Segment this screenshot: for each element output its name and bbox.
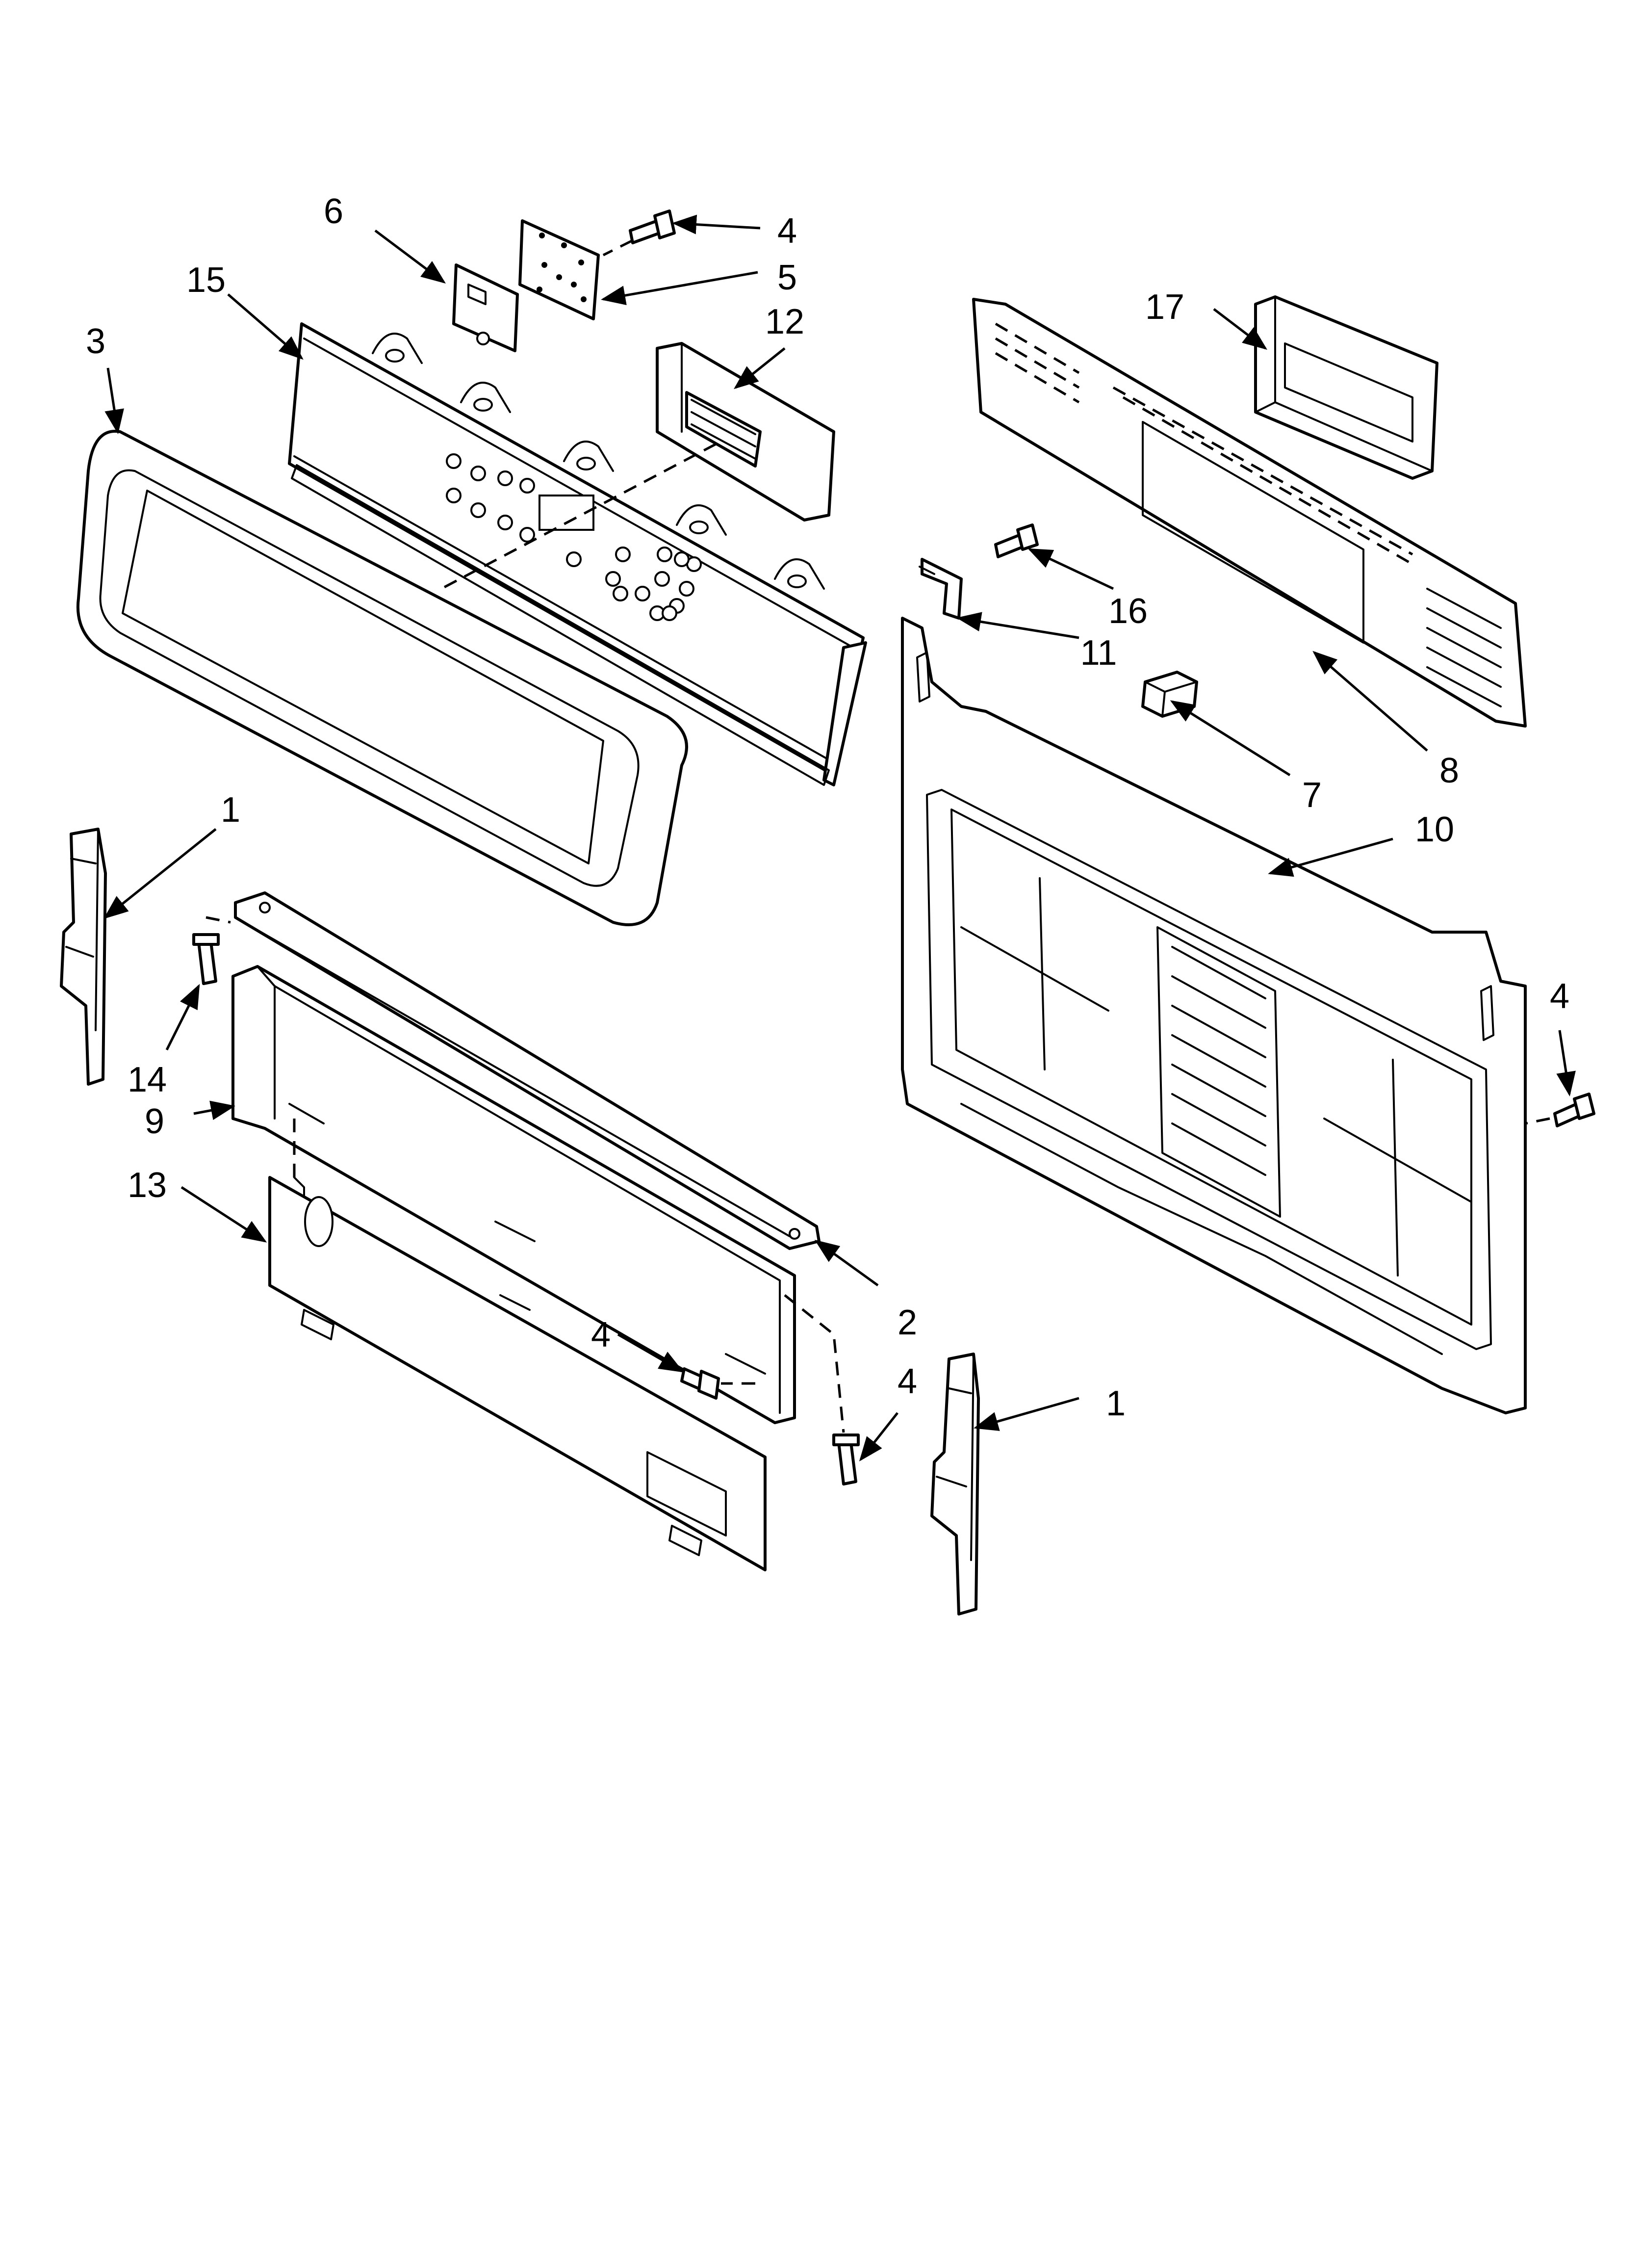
callout-15: 15 xyxy=(186,261,226,300)
rear-panel-perforations xyxy=(995,322,1413,566)
control-panel-tabs xyxy=(372,333,825,590)
alignment-lines xyxy=(205,239,1550,1433)
callout-6: 6 xyxy=(324,192,343,231)
back-panel xyxy=(901,617,1527,1414)
callout-13: 13 xyxy=(128,1166,167,1205)
callout-4-top: 4 xyxy=(777,211,797,251)
bracket-11 xyxy=(919,558,963,620)
callout-17: 17 xyxy=(1145,287,1184,327)
rear-panel-vents xyxy=(1426,588,1502,707)
switch-bracket xyxy=(452,263,519,352)
screw-16 xyxy=(994,523,1039,558)
vent-duct xyxy=(1254,295,1438,480)
callout-8: 8 xyxy=(1439,751,1459,790)
control-panel-buttons xyxy=(446,453,702,621)
back-panel-ribs xyxy=(960,877,1472,1277)
callout-labels: 6 4 5 15 12 3 17 16 11 8 7 10 4 1 14 9 1… xyxy=(86,192,1569,1423)
side-bracket-left xyxy=(60,828,107,1086)
callout-14: 14 xyxy=(128,1060,167,1099)
screw-lower xyxy=(832,1434,860,1486)
control-panel xyxy=(288,322,867,786)
callout-1-left: 1 xyxy=(221,790,240,830)
terminal-block xyxy=(1141,671,1198,718)
screw-top xyxy=(629,209,676,244)
callout-12: 12 xyxy=(765,302,804,341)
callout-3: 3 xyxy=(86,322,105,361)
callout-1-right: 1 xyxy=(1106,1384,1126,1423)
circuit-board xyxy=(518,219,600,320)
callout-4-middle: 4 xyxy=(591,1315,611,1355)
electronic-control xyxy=(656,342,835,521)
callout-16: 16 xyxy=(1108,592,1148,631)
screw-14 xyxy=(192,933,220,985)
callout-9: 9 xyxy=(145,1102,164,1141)
back-panel-vent-grille xyxy=(1156,926,1281,1218)
callout-2: 2 xyxy=(898,1303,917,1342)
lower-panel xyxy=(268,1176,767,1571)
leader-lines xyxy=(103,214,1576,1461)
side-bracket-right xyxy=(930,1353,980,1616)
lower-panel-support xyxy=(231,965,796,1424)
callout-4-right: 4 xyxy=(1550,977,1569,1016)
callout-10: 10 xyxy=(1415,810,1454,849)
screw-middle xyxy=(680,1367,720,1400)
callout-7: 7 xyxy=(1302,776,1322,815)
control-panel-trim xyxy=(76,430,688,926)
callout-11: 11 xyxy=(1080,633,1117,673)
screw-right xyxy=(1553,1093,1595,1127)
callout-5: 5 xyxy=(777,258,797,297)
callout-4-lower: 4 xyxy=(898,1362,917,1401)
rear-panel xyxy=(972,298,1527,728)
